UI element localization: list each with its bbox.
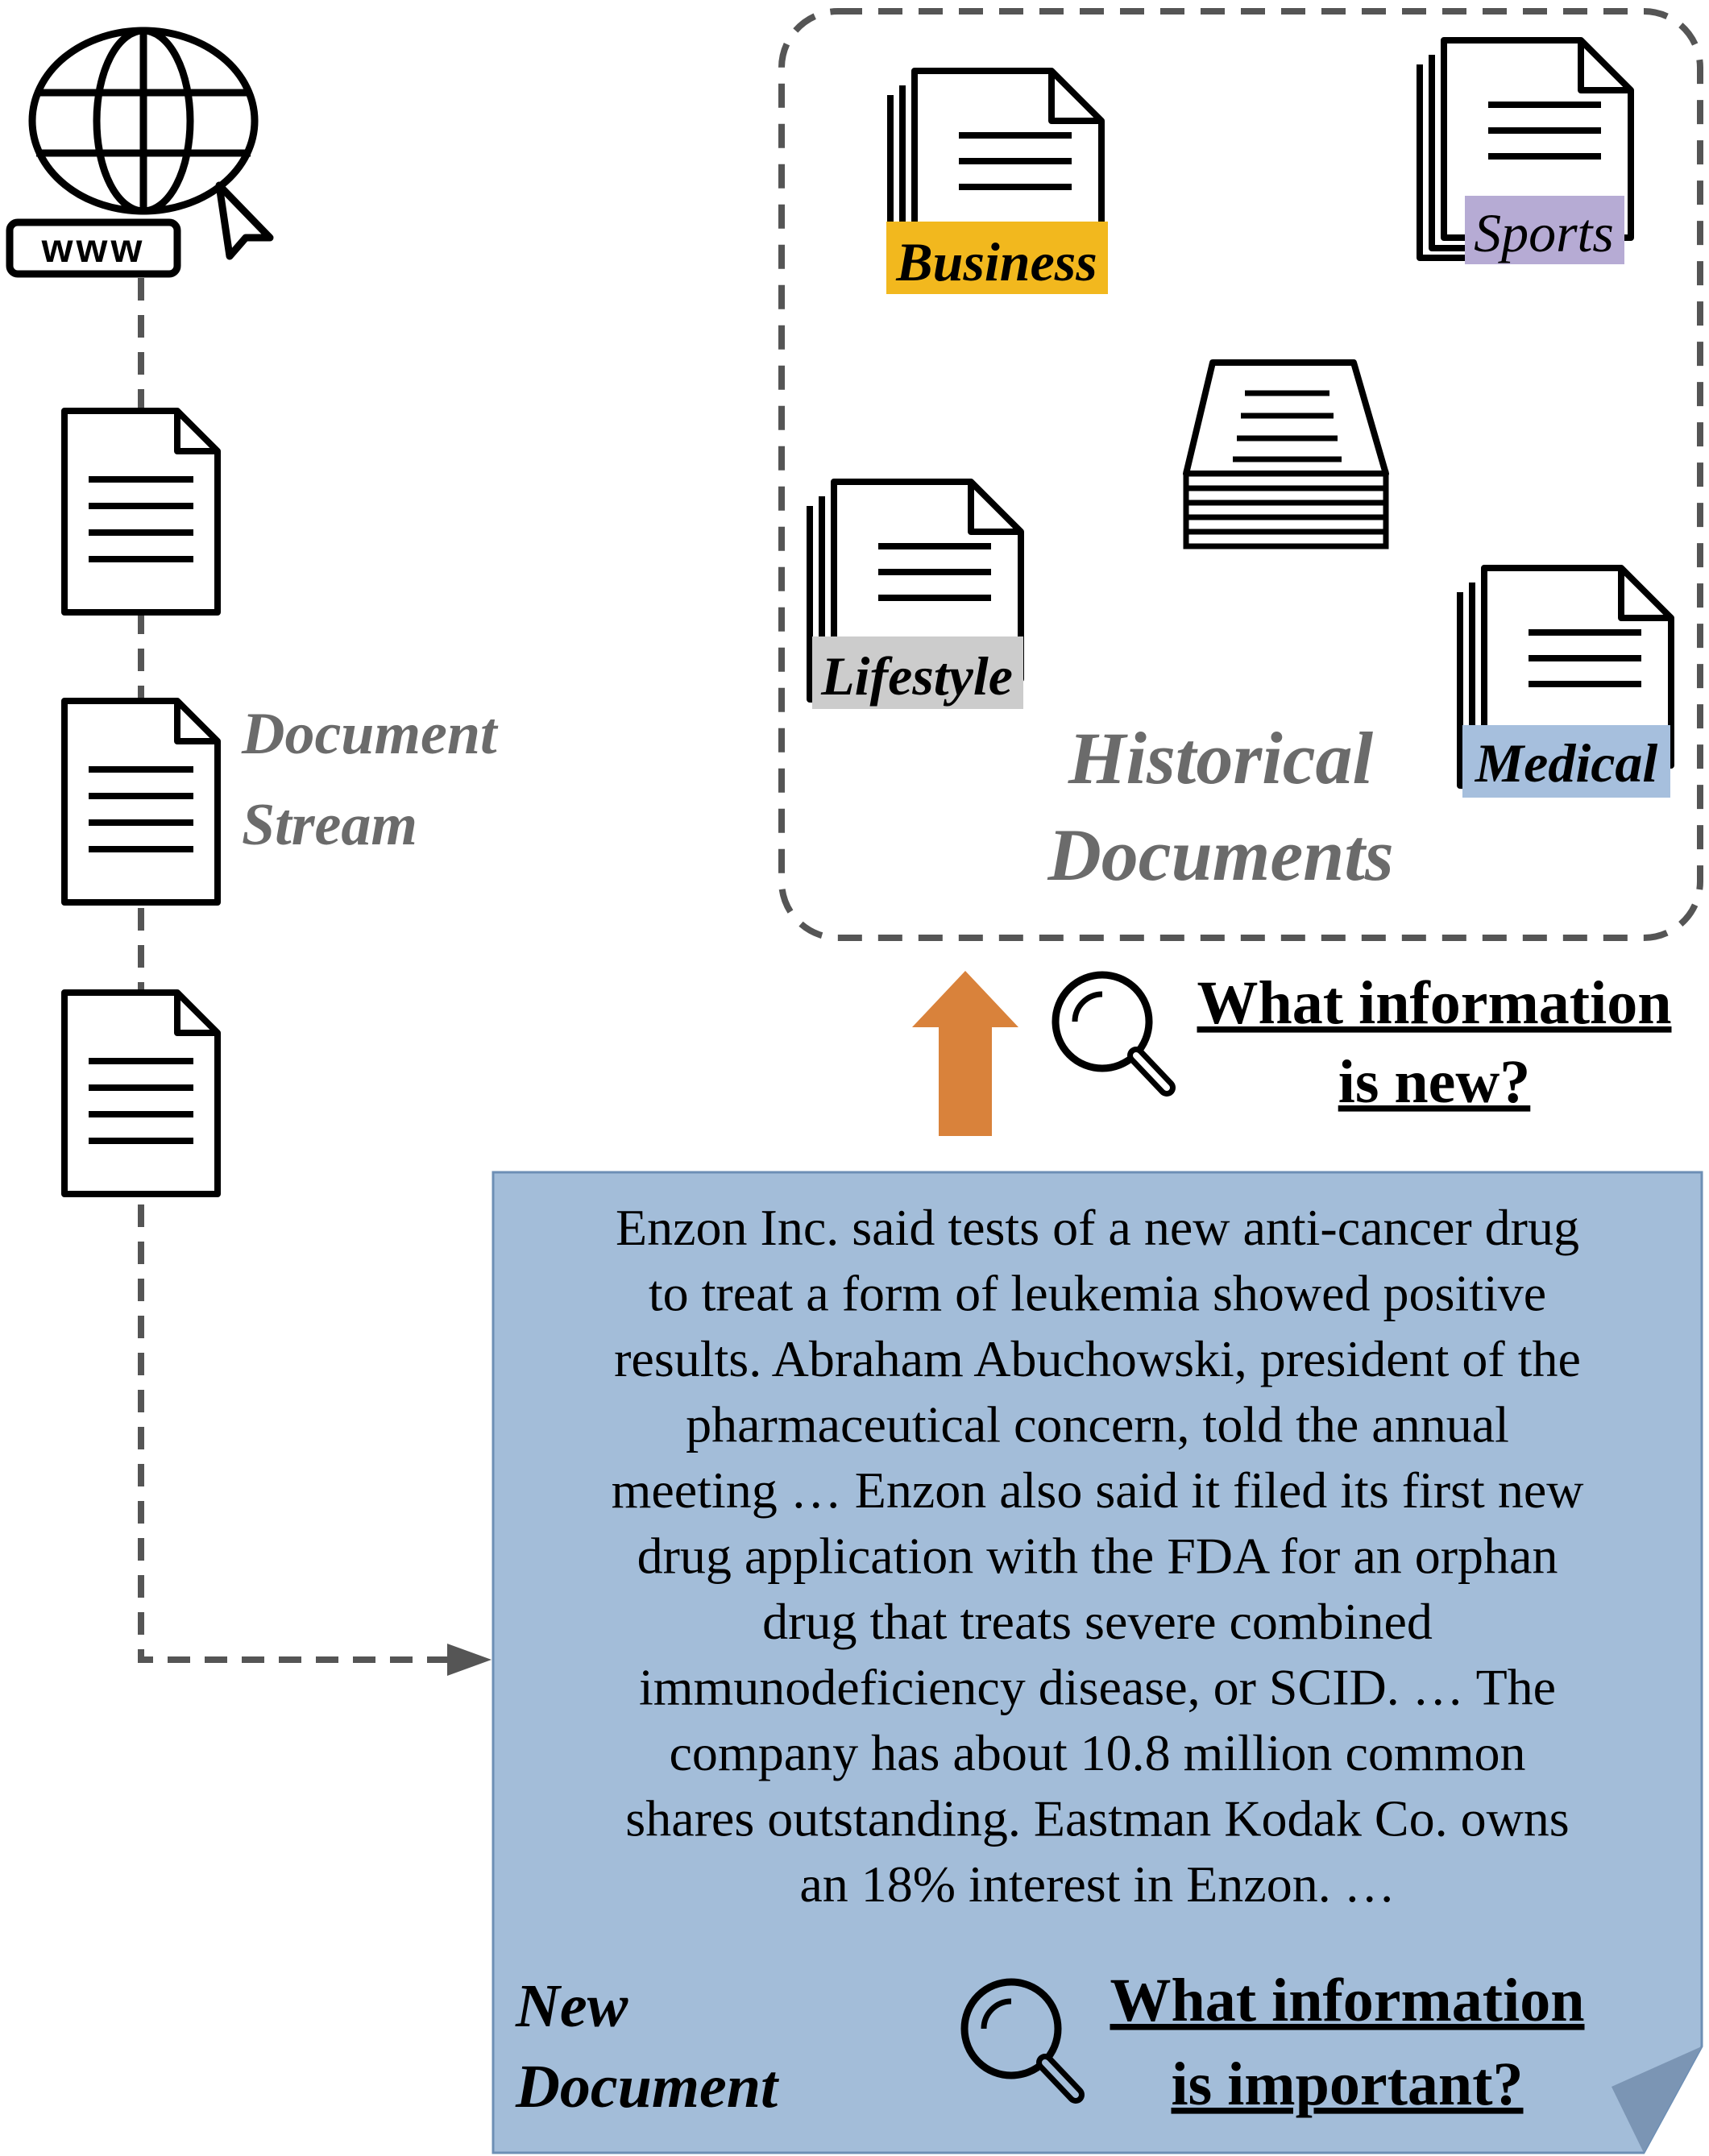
stream-label-line1: Document [241, 701, 499, 767]
magnifier-icon-important [960, 1978, 1085, 2104]
new-document-text-line: to treat a form of leukemia showed posit… [649, 1265, 1546, 1322]
new-document-fold [1612, 2046, 1702, 2153]
business-tag-bg [886, 222, 1108, 294]
paper-pile-icon [1183, 359, 1389, 549]
sports-tag: Sports [1474, 202, 1614, 263]
new-document-text-line: pharmaceutical concern, told the annual [686, 1396, 1509, 1453]
sports-tag-bg [1465, 196, 1624, 264]
globe-icon [6, 27, 259, 278]
historical-title-line1: Historical [1068, 717, 1374, 799]
stream-document-icon-1 [64, 411, 218, 612]
question-new-line2: is new? [1338, 1048, 1531, 1116]
stream-document-icon-2 [64, 701, 218, 902]
new-document-text-line: drug that treats severe combined [762, 1593, 1433, 1650]
medical-tag: Medical [1475, 732, 1658, 794]
medical-tag-bg [1462, 725, 1670, 798]
stream-arrowhead [447, 1644, 492, 1676]
question-new-line1: What information [1197, 969, 1672, 1037]
new-document-label-line2: Document [515, 2053, 780, 2121]
historical-title-line2: Documents [1047, 814, 1393, 896]
stream-label-line2: Stream [242, 792, 417, 858]
cursor-icon [215, 181, 274, 260]
lifestyle-tag: Lifestyle [820, 645, 1013, 707]
new-document-text-line: shares outstanding. Eastman Kodak Co. ow… [625, 1790, 1569, 1847]
new-document-label-line1: New [515, 1972, 628, 2040]
new-document-text-line: company has about 10.8 million common [670, 1724, 1526, 1781]
upward-arrow [912, 971, 1018, 1136]
lifestyle-tag-bg [812, 636, 1023, 709]
question-important-line2: is important? [1172, 2050, 1524, 2118]
new-document-text-line: an 18% interest in Enzon. … [799, 1855, 1395, 1913]
business-tag: Business [895, 231, 1097, 292]
new-document-text-line: results. Abraham Abuchowski, president o… [614, 1330, 1581, 1387]
new-document-text-line: immunodeficiency disease, or SCID. … The [639, 1659, 1556, 1716]
stream-document-icon-3 [64, 993, 218, 1194]
www-label: www [41, 226, 146, 271]
new-document-text-line: meeting … Enzon also said it filed its f… [612, 1462, 1584, 1519]
magnifier-icon-new [1052, 971, 1176, 1097]
question-important-line1: What information [1110, 1967, 1585, 2034]
historical-documents-box [778, 8, 1703, 941]
new-document-text: Enzon Inc. said tests of a new anti-canc… [612, 1199, 1584, 1913]
new-document-text-line: Enzon Inc. said tests of a new anti-canc… [616, 1199, 1579, 1256]
new-document-text-line: drug application with the FDA for an orp… [637, 1528, 1558, 1585]
